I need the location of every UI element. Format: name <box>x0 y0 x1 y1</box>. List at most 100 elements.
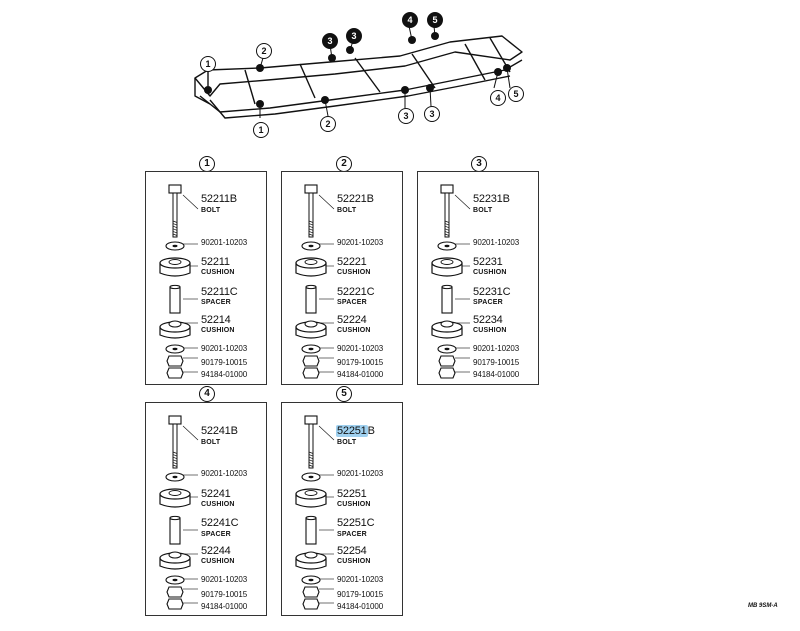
part-90179-10015[interactable]: 90179-10015 <box>201 590 248 599</box>
part-52244-desc: CUSHION <box>201 558 235 565</box>
part-90201-10203-b[interactable]: 90201-10203 <box>201 344 248 353</box>
group-4-upper-cushion-hub <box>168 490 182 496</box>
group-2-bolt-thread <box>308 220 314 223</box>
part-52211-desc: CUSHION <box>201 269 235 276</box>
part-90201-10203-b[interactable]: 90201-10203 <box>201 575 248 584</box>
group-4-nut-upper <box>166 586 184 598</box>
group-4-spacer-sleeve <box>169 517 181 545</box>
group-1-nut-upper <box>166 355 184 367</box>
part-52221-desc: CUSHION <box>337 269 371 276</box>
mount-group-3-panel <box>417 171 539 385</box>
frame-marker-3-top-a: 3 <box>322 33 338 49</box>
group-2-bolt-thread <box>308 225 314 229</box>
group-1-spacer-top <box>169 284 181 290</box>
part-52244[interactable]: 52244 <box>201 545 231 557</box>
group-5-lower-cushion-hub <box>304 551 318 559</box>
part-52224[interactable]: 52224 <box>337 314 367 326</box>
part-94184-01000[interactable]: 94184-01000 <box>337 602 384 611</box>
part-90201-10203-a[interactable]: 90201-10203 <box>201 238 248 247</box>
group-1-leader-line <box>182 194 199 210</box>
part-90201-10203-b[interactable]: 90201-10203 <box>473 344 520 353</box>
part-90179-10015[interactable]: 90179-10015 <box>337 590 384 599</box>
group-number-5: 5 <box>336 386 352 402</box>
part-52254-desc: CUSHION <box>337 558 371 565</box>
part-52231C-desc: SPACER <box>473 299 503 306</box>
part-52221C-desc: SPACER <box>337 299 367 306</box>
part-52251B-desc: BOLT <box>337 439 357 446</box>
group-3-leader-line <box>454 194 471 210</box>
part-52211C[interactable]: 52211C <box>201 286 238 298</box>
mount-group-1-panel <box>145 171 267 385</box>
part-52241C[interactable]: 52241C <box>201 517 239 529</box>
group-3-nut-upper <box>438 355 456 367</box>
group-5-upper-cushion-hub <box>304 490 318 496</box>
part-94184-01000[interactable]: 94184-01000 <box>473 370 520 379</box>
part-90201-10203-a[interactable]: 90201-10203 <box>201 469 248 478</box>
part-90179-10015[interactable]: 90179-10015 <box>201 358 248 367</box>
group-3-bolt-head <box>440 184 454 194</box>
part-52254[interactable]: 52254 <box>337 545 367 557</box>
part-52241B-desc: BOLT <box>201 439 221 446</box>
part-90179-10015[interactable]: 90179-10015 <box>337 358 384 367</box>
part-52231C[interactable]: 52231C <box>473 286 511 298</box>
part-52234[interactable]: 52234 <box>473 314 503 326</box>
group-5-spacer-top <box>305 515 317 521</box>
part-52251B[interactable]: 52251B <box>336 425 375 437</box>
part-94184-01000[interactable]: 94184-01000 <box>201 370 248 379</box>
part-94184-01000[interactable]: 94184-01000 <box>201 602 248 611</box>
group-4-bolt-head <box>168 415 182 425</box>
group-5-bolt-thread <box>308 464 314 467</box>
part-52251[interactable]: 52251 <box>337 488 367 500</box>
group-1-bolt-thread <box>172 228 178 231</box>
part-52251-desc: CUSHION <box>337 501 371 508</box>
part-94184-01000[interactable]: 94184-01000 <box>337 370 384 379</box>
group-4-bolt-thread <box>172 462 178 465</box>
part-52211[interactable]: 52211 <box>201 256 230 268</box>
group-4-bolt-shank <box>172 423 178 469</box>
figure-code: MB 9SM-A <box>748 603 778 609</box>
part-90179-10015[interactable]: 90179-10015 <box>473 358 520 367</box>
part-52221B[interactable]: 52221B <box>337 193 374 205</box>
frame-marker-4-top: 4 <box>402 12 418 28</box>
frame-marker-3-top-b: 3 <box>346 28 362 44</box>
frame-marker-5-top: 5 <box>427 12 443 28</box>
part-52211C-desc: SPACER <box>201 299 231 306</box>
part-52241B[interactable]: 52241B <box>201 425 238 437</box>
group-2-bolt-shank <box>308 192 314 238</box>
part-52221C[interactable]: 52221C <box>337 286 375 298</box>
group-5-washer-lower-hole <box>308 578 314 582</box>
part-90201-10203-a[interactable]: 90201-10203 <box>337 238 384 247</box>
part-52231B-desc: BOLT <box>473 207 493 214</box>
part-52251B-highlight: 52251 <box>336 425 368 437</box>
group-3-washer-lower-hole <box>444 347 450 351</box>
group-5-bolt-thread <box>308 454 314 457</box>
group-5-nut-lower <box>302 598 320 610</box>
part-52221[interactable]: 52221 <box>337 256 367 268</box>
part-52251C[interactable]: 52251C <box>337 517 375 529</box>
group-3-washer-upper-hole <box>444 244 450 248</box>
group-1-nut-lower <box>166 367 184 379</box>
part-52214[interactable]: 52214 <box>201 314 231 326</box>
part-52241[interactable]: 52241 <box>201 488 231 500</box>
group-5-bolt-thread <box>308 456 314 460</box>
group-5-washer-upper-hole <box>308 475 314 479</box>
group-4-nut-lower <box>166 598 184 610</box>
group-3-upper-cushion-hub <box>440 259 454 265</box>
part-90201-10203-b[interactable]: 90201-10203 <box>337 575 384 584</box>
group-5-bolt-shank <box>308 423 314 469</box>
group-3-spacer-sleeve <box>441 286 453 314</box>
group-1-washer-lower-hole <box>172 347 178 351</box>
part-52224-desc: CUSHION <box>337 327 371 334</box>
group-number-4: 4 <box>199 386 215 402</box>
part-90201-10203-b[interactable]: 90201-10203 <box>337 344 384 353</box>
group-3-bolt-thread <box>444 231 450 234</box>
part-52231[interactable]: 52231 <box>473 256 503 268</box>
group-5-bolt-thread <box>308 462 314 465</box>
part-90201-10203-a[interactable]: 90201-10203 <box>337 469 384 478</box>
group-1-bolt-thread <box>172 225 178 229</box>
part-52231B[interactable]: 52231B <box>473 193 510 205</box>
part-52211B[interactable]: 52211B <box>201 193 237 205</box>
mount-group-5-panel <box>281 402 403 616</box>
part-90201-10203-a[interactable]: 90201-10203 <box>473 238 520 247</box>
